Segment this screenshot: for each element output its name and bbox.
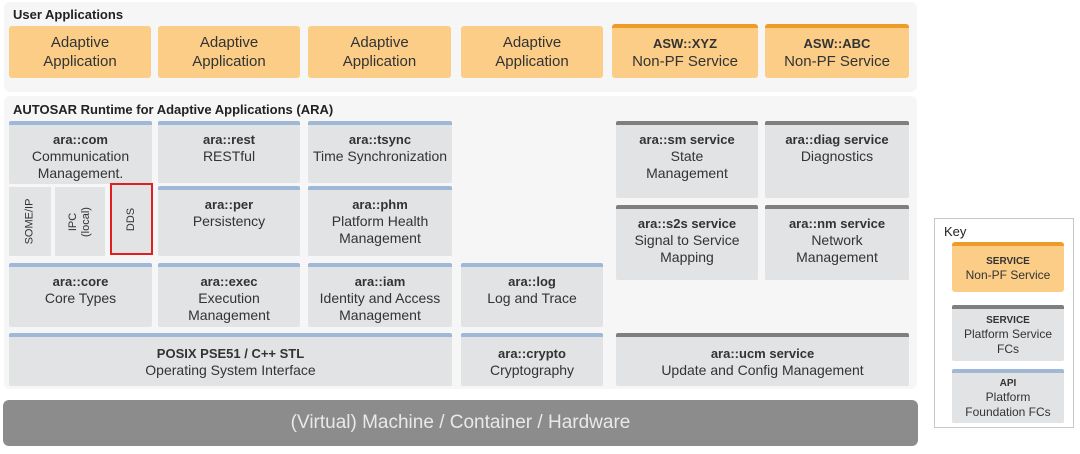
key-nonpf-service: SERVICE Non-PF Service	[952, 242, 1064, 292]
service-name: ara::sm service	[639, 132, 735, 147]
fc-name: ara::rest	[202, 132, 256, 147]
adaptive-application-4: Adaptive Application	[461, 26, 603, 78]
ara-per-box: ara::per Persistency	[158, 186, 300, 256]
hardware-layer: (Virtual) Machine / Container / Hardware	[3, 400, 918, 446]
service-desc-line1: Signal to Service	[634, 232, 740, 248]
someip-binding: SOME/IP	[9, 187, 51, 256]
fc-name: ara::crypto	[498, 346, 566, 361]
ipc-label-line2: (local)	[79, 206, 92, 237]
fc-name: ara::iam	[354, 274, 406, 289]
user-applications-region	[4, 2, 917, 92]
fc-desc-line1: Cryptography	[489, 362, 575, 378]
nonpf-service-abc: ASW::ABC Non-PF Service	[765, 24, 909, 78]
key-desc-line1: Platform Service	[963, 326, 1053, 341]
dds-label: DDS	[124, 207, 137, 231]
key-type: SERVICE	[986, 314, 1030, 326]
app-label-line1: Adaptive	[50, 34, 110, 51]
fc-desc-line1: Log and Trace	[487, 290, 577, 306]
ara-iam-box: ara::iam Identity and Access Management	[308, 263, 452, 327]
fc-name: ara::log	[508, 274, 556, 289]
service-desc-line1: State	[670, 148, 704, 164]
fc-name: ara::tsync	[348, 132, 412, 147]
ara-nm-service-box: ara::nm service Network Management	[765, 205, 909, 280]
user-applications-title: User Applications	[13, 7, 124, 22]
ara-core-box: ara::core Core Types	[9, 263, 152, 327]
ara-title: AUTOSAR Runtime for Adaptive Application…	[13, 102, 334, 117]
fc-desc-line2: Management.	[37, 165, 124, 181]
fc-desc-line1: RESTful	[202, 148, 256, 164]
service-desc: Non-PF Service	[632, 53, 738, 70]
fc-name: ara::core	[52, 274, 109, 289]
fc-desc-line1: Identity and Access	[319, 290, 441, 306]
adaptive-application-1: Adaptive Application	[9, 26, 151, 78]
posix-name: POSIX PSE51 / C++ STL	[156, 346, 305, 361]
service-name: ara::nm service	[788, 216, 886, 231]
adaptive-application-3: Adaptive Application	[308, 26, 451, 78]
hardware-label: (Virtual) Machine / Container / Hardware	[290, 412, 631, 433]
fc-desc-line2: Management	[339, 307, 421, 323]
fc-desc-line1: Platform Health	[331, 213, 429, 229]
fc-desc-line2: Management	[339, 230, 421, 246]
ara-phm-box: ara::phm Platform Health Management	[308, 186, 452, 256]
app-label-line1: Adaptive	[350, 34, 409, 51]
app-label-line1: Adaptive	[199, 34, 259, 51]
dds-binding-highlighted: DDS	[110, 183, 153, 255]
fc-name: ara::exec	[200, 274, 258, 289]
service-desc-line2: Management	[796, 249, 878, 265]
app-label-line2: Application	[342, 53, 417, 70]
posix-desc: Operating System Interface	[145, 362, 316, 378]
key-platform-service: SERVICE Platform Service FCs	[952, 305, 1064, 361]
adaptive-application-2: Adaptive Application	[158, 26, 300, 78]
service-desc-line1: Diagnostics	[800, 148, 874, 164]
key-type: SERVICE	[986, 256, 1030, 267]
app-label-line2: Application	[43, 53, 117, 70]
key-desc-line1: Platform	[985, 389, 1031, 404]
ipc-binding: IPC (local)	[55, 187, 105, 256]
service-name: ara::diag service	[785, 132, 889, 147]
app-label-line1: Adaptive	[502, 34, 562, 51]
someip-label: SOME/IP	[23, 198, 36, 245]
key-api: API Platform Foundation FCs	[952, 369, 1064, 423]
fc-desc-line1: Time Synchronization	[312, 148, 448, 164]
app-label-line2: Application	[192, 53, 266, 70]
ara-com-box: ara::com Communication Management.	[9, 121, 152, 184]
ara-diag-service-box: ara::diag service Diagnostics	[765, 121, 909, 198]
ara-exec-box: ara::exec Execution Management	[158, 263, 300, 327]
ara-s2s-service-box: ara::s2s service Signal to Service Mappi…	[616, 205, 758, 280]
ara-ucm-service-box: ara::ucm service Update and Config Manag…	[616, 333, 909, 386]
fc-name: ara::phm	[352, 197, 408, 212]
service-name: ara::s2s service	[637, 216, 737, 231]
key-type: API	[999, 377, 1017, 389]
service-name: ASW::XYZ	[652, 36, 718, 51]
key-desc-line2: Foundation FCs	[965, 404, 1051, 419]
service-desc-line1: Network	[811, 232, 863, 248]
ipc-label: IPC (local)	[67, 207, 93, 237]
ara-tsync-box: ara::tsync Time Synchronization	[308, 121, 452, 183]
service-desc-line2: Mapping	[660, 249, 714, 265]
key-desc-line2: FCs	[997, 341, 1019, 356]
service-desc-line1: Update and Config Management	[661, 362, 864, 378]
ipc-label-line1: IPC	[66, 212, 79, 231]
fc-desc-line1: Communication	[31, 148, 130, 164]
fc-desc-line1: Core Types	[44, 290, 117, 306]
key-title: Key	[944, 224, 967, 239]
ara-crypto-box: ara::crypto Cryptography	[461, 333, 603, 386]
service-desc: Non-PF Service	[784, 53, 890, 70]
service-desc-line2: Management	[646, 165, 728, 181]
key-desc-line1: Non-PF Service	[965, 268, 1051, 282]
ara-rest-box: ara::rest RESTful	[158, 121, 300, 183]
posix-box: POSIX PSE51 / C++ STL Operating System I…	[9, 333, 452, 386]
fc-desc-line2: Management	[188, 307, 270, 323]
fc-name: ara::com	[53, 132, 108, 147]
fc-desc-line1: Persistency	[192, 213, 266, 229]
service-name: ara::ucm service	[710, 346, 815, 361]
fc-name: ara::per	[204, 197, 254, 212]
nonpf-service-xyz: ASW::XYZ Non-PF Service	[612, 24, 758, 78]
ara-log-box: ara::log Log and Trace	[461, 263, 603, 327]
fc-desc-line1: Execution	[198, 290, 260, 306]
app-label-line2: Application	[495, 53, 569, 70]
service-name: ASW::ABC	[803, 36, 871, 51]
ara-sm-service-box: ara::sm service State Management	[616, 121, 758, 198]
